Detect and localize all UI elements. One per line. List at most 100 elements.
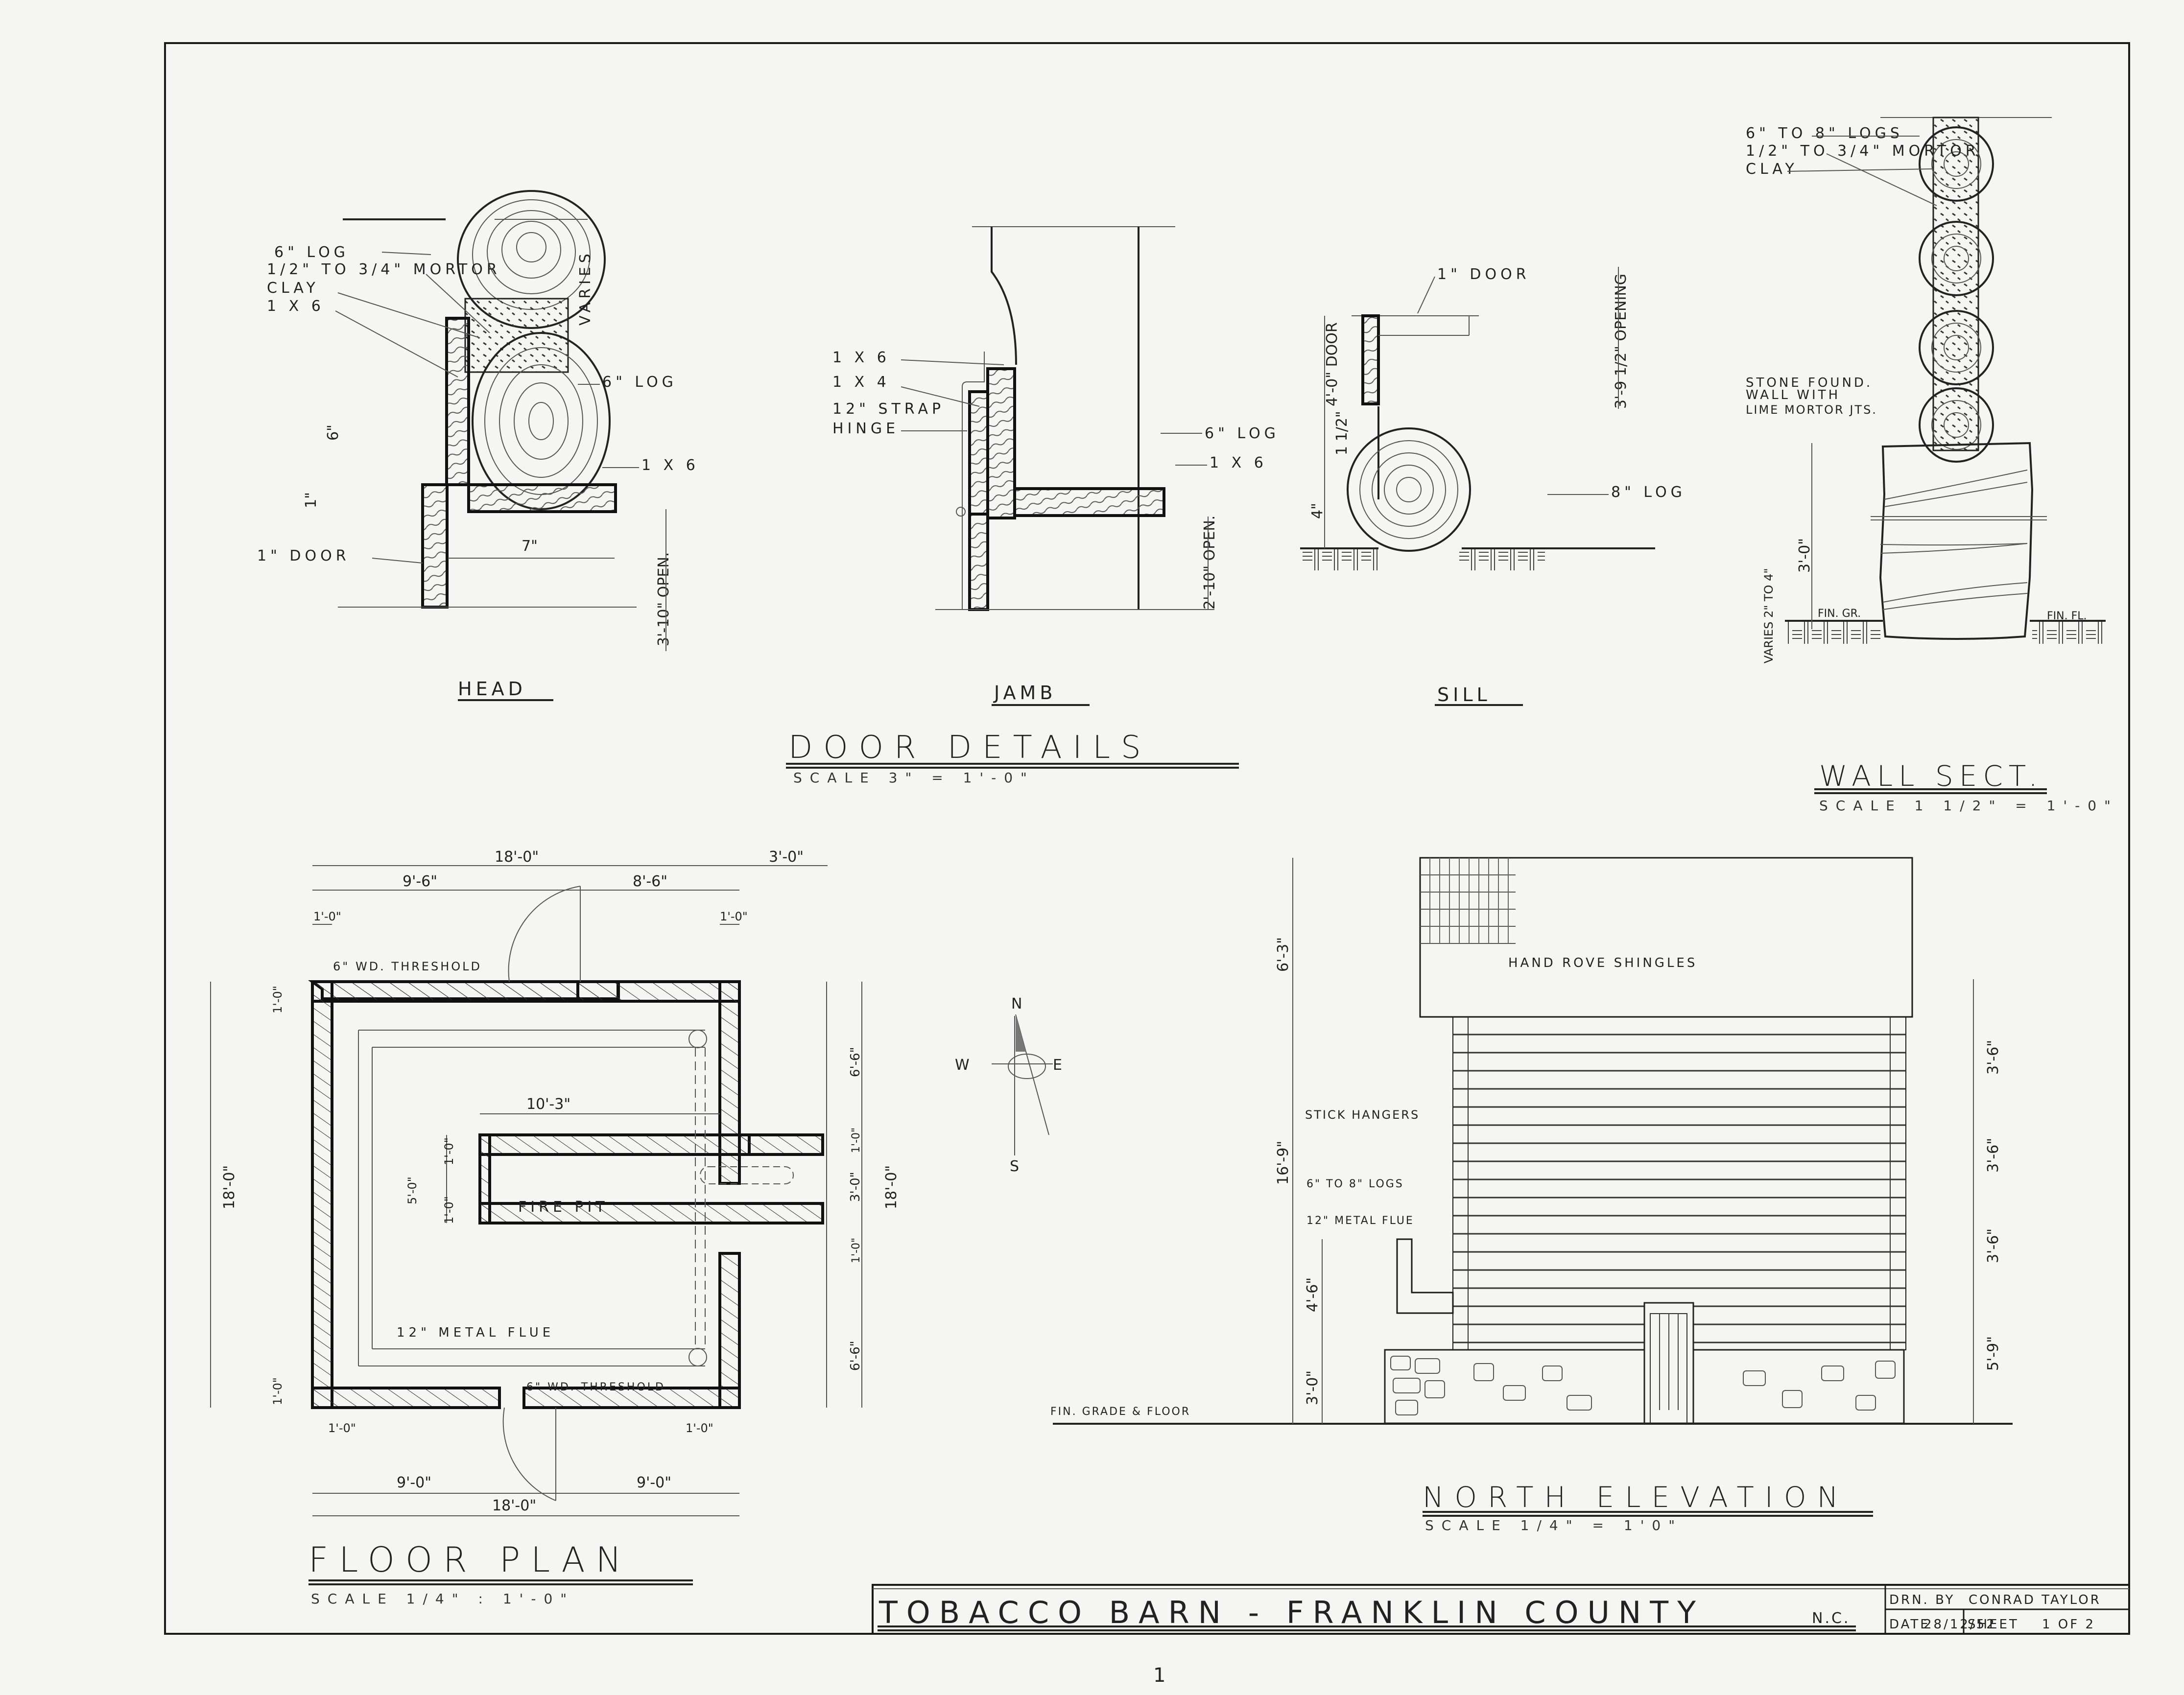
sill-detail: 1" DOOR 8" LOG 4'-0" DOOR 1 1/2" 4" 3'-9… [1300, 266, 1686, 706]
svg-text:3'-6": 3'-6" [1985, 1138, 2002, 1173]
svg-text:N: N [1011, 995, 1022, 1012]
svg-text:10'-3": 10'-3" [526, 1096, 570, 1113]
svg-text:3'-0": 3'-0" [1796, 538, 1813, 573]
drawn-by: CONRAD TAYLOR [1969, 1593, 2101, 1607]
svg-text:18'-0": 18'-0" [495, 848, 539, 866]
north-elevation-title: NORTH ELEVATION [1423, 1481, 1849, 1514]
svg-text:6'-6": 6'-6" [848, 1341, 863, 1371]
door-details-title-block: DOOR DETAILS SCALE 3" = 1'-0" [786, 730, 1239, 786]
svg-text:5'-0": 5'-0" [405, 1177, 419, 1204]
north-elevation-scale: SCALE 1/4" = 1'0" [1425, 1517, 1683, 1533]
floor-plan-title: FLOOR PLAN [309, 1540, 632, 1580]
svg-text:1" DOOR: 1" DOOR [1437, 266, 1530, 283]
svg-text:8" LOG: 8" LOG [1611, 484, 1686, 501]
svg-text:8'-6": 8'-6" [633, 873, 667, 890]
svg-text:3'-0": 3'-0" [769, 848, 804, 866]
svg-text:SHEET: SHEET [1968, 1617, 2019, 1632]
svg-text:1'-0": 1'-0" [850, 1238, 862, 1263]
svg-text:16'-9": 16'-9" [1275, 1141, 1292, 1185]
svg-text:1'-0": 1'-0" [328, 1421, 356, 1435]
svg-text:6" LOG: 6" LOG [602, 374, 677, 391]
door-details-title: DOOR DETAILS [788, 730, 1152, 766]
shingle-pattern [1420, 874, 1516, 944]
svg-text:S: S [1010, 1158, 1019, 1175]
drawing-title: TOBACCO BARN - FRANKLIN COUNTY [878, 1595, 1705, 1630]
svg-text:WALL WITH: WALL WITH [1746, 388, 1840, 402]
svg-text:1'-0": 1'-0" [850, 1128, 862, 1153]
svg-text:6": 6" [325, 424, 342, 441]
north-arrow-icon: N S E W [955, 995, 1062, 1175]
svg-text:4": 4" [1309, 503, 1326, 519]
svg-text:6" TO 8" LOGS: 6" TO 8" LOGS [1306, 1178, 1404, 1190]
svg-text:3'-0": 3'-0" [848, 1172, 863, 1202]
svg-text:12" METAL FLUE: 12" METAL FLUE [1306, 1215, 1414, 1227]
svg-text:3'-0": 3'-0" [1304, 1370, 1321, 1405]
svg-text:W: W [955, 1057, 970, 1074]
floor-plan: 18'-0" 3'-0" 9'-6" 8'-6" 1'-0" 1'-0" 6" … [210, 848, 900, 1607]
svg-text:6" WD. THRESHOLD: 6" WD. THRESHOLD [526, 1381, 665, 1393]
svg-text:6" TO 8" LOGS: 6" TO 8" LOGS [1746, 125, 1903, 142]
svg-text:6" LOG: 6" LOG [1205, 425, 1280, 442]
svg-text:VARIES: VARIES [577, 250, 594, 326]
svg-text:1 X 6: 1 X 6 [641, 457, 699, 474]
svg-text:1'-0": 1'-0" [442, 1196, 456, 1224]
svg-text:CLAY: CLAY [267, 280, 319, 297]
svg-text:FIN. GRADE & FLOOR: FIN. GRADE & FLOOR [1050, 1406, 1190, 1418]
svg-text:7": 7" [522, 538, 538, 555]
svg-text:HAND ROVE SHINGLES: HAND ROVE SHINGLES [1508, 956, 1697, 970]
svg-text:3'-6": 3'-6" [1985, 1228, 2002, 1263]
wall-section-title: WALL SECT. [1819, 759, 2043, 793]
svg-text:6'-3": 6'-3" [1275, 937, 1292, 972]
jamb-detail: 1 X 6 1 X 4 12" STRAP HINGE 6" LOG 1 X 6… [832, 226, 1280, 706]
svg-text:18'-0": 18'-0" [221, 1165, 238, 1209]
svg-text:9'-6": 9'-6" [403, 873, 437, 890]
svg-text:12" STRAP: 12" STRAP [832, 400, 945, 418]
svg-text:18'-0": 18'-0" [883, 1165, 900, 1209]
svg-text:FIN. FL.: FIN. FL. [2047, 610, 2087, 622]
title-block: TOBACCO BARN - FRANKLIN COUNTY N.C. DRN.… [872, 1584, 2130, 1635]
door-details-scale: SCALE 3" = 1'-0" [793, 770, 1035, 786]
svg-text:E: E [1053, 1057, 1062, 1074]
svg-text:3'-10" OPEN.: 3'-10" OPEN. [655, 552, 672, 646]
page-number: 1 [1153, 1664, 1165, 1687]
sill-label: SILL [1437, 684, 1491, 706]
svg-text:3'-6": 3'-6" [1985, 1040, 2002, 1075]
svg-text:1/2" TO 3/4" MORTOR: 1/2" TO 3/4" MORTOR [1746, 142, 1980, 160]
svg-text:STONE FOUND.: STONE FOUND. [1746, 376, 1873, 390]
svg-text:2'-10" OPEN.: 2'-10" OPEN. [1201, 516, 1218, 610]
svg-text:5'-9": 5'-9" [1985, 1336, 2002, 1371]
svg-text:1" DOOR: 1" DOOR [257, 547, 350, 565]
svg-text:1'-0": 1'-0" [313, 910, 341, 923]
svg-text:LIME MORTOR JTS.: LIME MORTOR JTS. [1746, 403, 1877, 417]
svg-text:1 X 6: 1 X 6 [267, 298, 325, 315]
log-courses [1453, 1034, 1906, 1343]
svg-text:HINGE: HINGE [832, 420, 899, 437]
svg-text:CLAY: CLAY [1746, 161, 1798, 178]
svg-text:6'-6": 6'-6" [848, 1047, 863, 1077]
svg-text:18'-0": 18'-0" [492, 1497, 536, 1514]
date: 28/12/52 [1923, 1617, 1996, 1632]
svg-text:DRN. BY: DRN. BY [1889, 1593, 1955, 1607]
svg-text:6" LOG: 6" LOG [274, 244, 349, 261]
svg-text:VARIES 2" TO 4": VARIES 2" TO 4" [1762, 568, 1776, 663]
fire-pit-label: FIRE PIT [518, 1199, 609, 1216]
floor-plan-scale: SCALE 1/4" : 1'-0" [311, 1591, 574, 1607]
svg-text:1 X 6: 1 X 6 [1210, 454, 1267, 471]
svg-text:6" WD. THRESHOLD: 6" WD. THRESHOLD [333, 960, 482, 973]
svg-text:9'-0": 9'-0" [637, 1474, 671, 1491]
svg-text:FIN. GR.: FIN. GR. [1818, 608, 1861, 620]
svg-text:4'-0" DOOR: 4'-0" DOOR [1324, 322, 1341, 406]
svg-text:1 X 4: 1 X 4 [832, 374, 890, 391]
svg-text:1'-0": 1'-0" [442, 1137, 456, 1165]
svg-text:4'-6": 4'-6" [1304, 1277, 1321, 1312]
svg-text:1": 1" [303, 492, 320, 508]
svg-text:1'-0": 1'-0" [271, 1377, 285, 1405]
svg-text:3'-9 1/2" OPENING: 3'-9 1/2" OPENING [1613, 274, 1630, 409]
svg-text:1 X 6: 1 X 6 [832, 349, 890, 366]
svg-text:STICK HANGERS: STICK HANGERS [1305, 1108, 1420, 1122]
jamb-label: JAMB [993, 682, 1056, 704]
wall-section-scale: SCALE 1 1/2" = 1'-0" [1819, 798, 2118, 814]
svg-text:1 1/2": 1 1/2" [1333, 411, 1351, 455]
svg-text:N.C.: N.C. [1812, 1610, 1850, 1627]
